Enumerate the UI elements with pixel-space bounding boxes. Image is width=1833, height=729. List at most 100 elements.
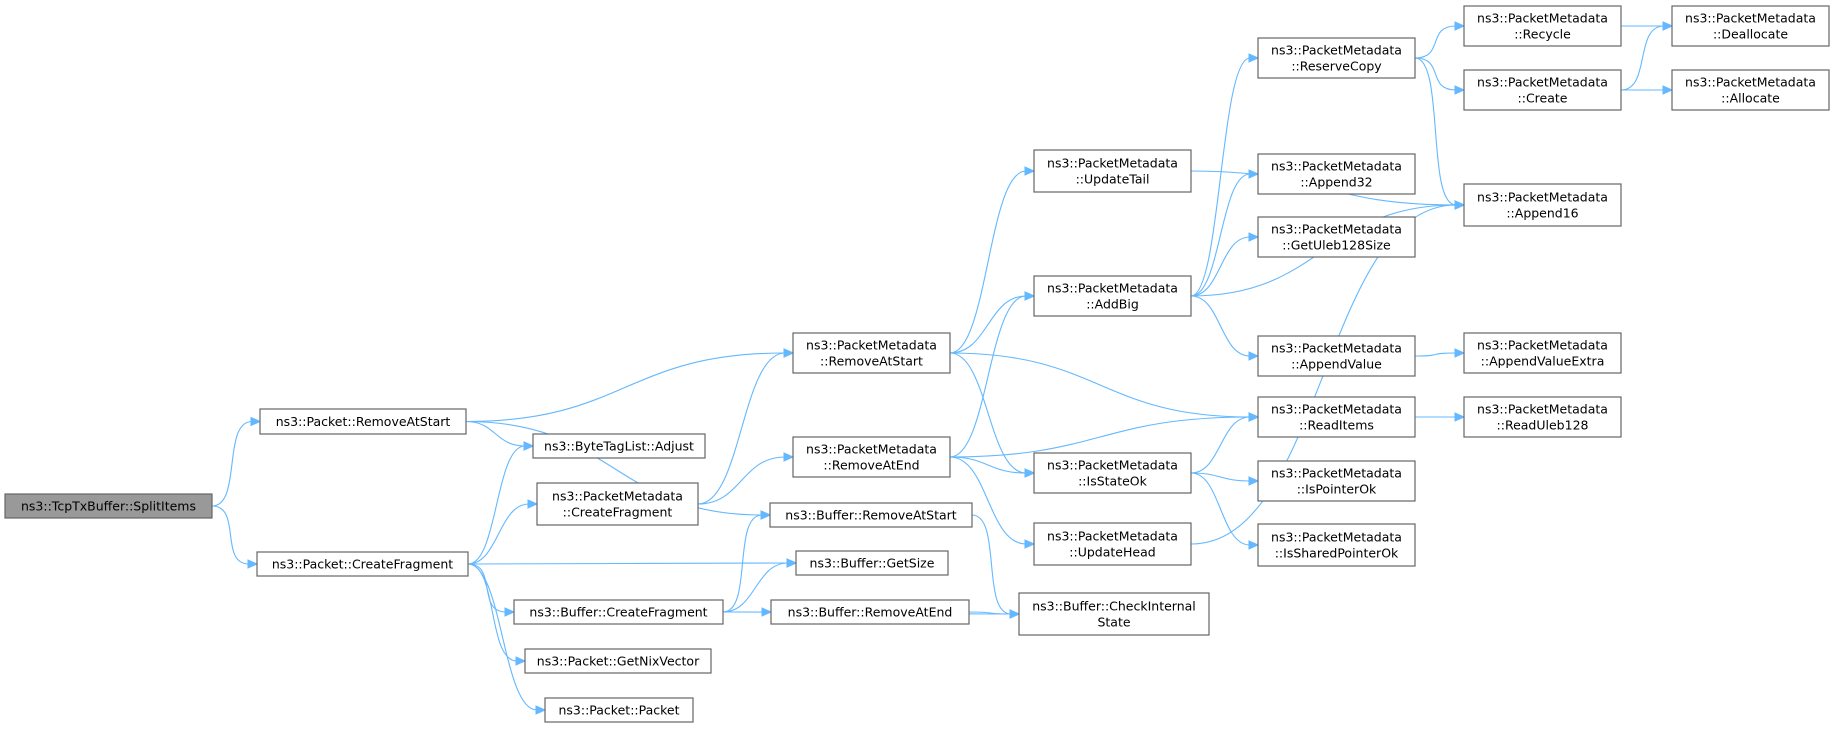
node-ns3-packet-packet[interactable]: ns3::Packet::Packet <box>544 697 694 723</box>
node-ns3-packetmetadata-issharedpointerok[interactable]: ns3::PacketMetadata::IsSharedPointerOk <box>1257 523 1416 567</box>
edge-arrowhead <box>1248 412 1260 422</box>
node-ns3-packet-getnixvector[interactable]: ns3::Packet::GetNixVector <box>524 648 712 674</box>
call-edge <box>1414 57 1457 91</box>
node-ns3-packetmetadata-appendvalue[interactable]: ns3::PacketMetadata::AppendValue <box>1257 335 1416 377</box>
node-label: ns3::PacketMetadata <box>1685 75 1816 90</box>
call-edge <box>1414 25 1457 59</box>
node-ns3-packetmetadata-getuleb128size[interactable]: ns3::PacketMetadata::GetUleb128Size <box>1257 216 1416 258</box>
node-ns3-packetmetadata-removeatstart[interactable]: ns3::PacketMetadata::RemoveAtStart <box>792 332 951 374</box>
node-label: ::Deallocate <box>1713 27 1788 42</box>
call-edge <box>949 352 1251 418</box>
call-edge <box>971 514 1012 615</box>
call-edge <box>949 170 1027 354</box>
node-ns3-packetmetadata-ispointerok[interactable]: ns3::PacketMetadata::IsPointerOk <box>1257 460 1416 502</box>
node-label: ::ReserveCopy <box>1291 59 1382 74</box>
node-label: ns3::Buffer::CreateFragment <box>529 605 707 620</box>
call-edge <box>697 352 786 505</box>
node-ns3-buffer-removeatend[interactable]: ns3::Buffer::RemoveAtEnd <box>770 599 970 625</box>
edge-arrowhead <box>1248 476 1260 486</box>
edge-arrowhead <box>1024 468 1036 478</box>
call-edge <box>1414 352 1457 357</box>
node-ns3-packetmetadata-updatehead[interactable]: ns3::PacketMetadata::UpdateHead <box>1033 522 1192 566</box>
node-box <box>792 332 951 374</box>
node-ns3-packetmetadata-updatetail[interactable]: ns3::PacketMetadata::UpdateTail <box>1033 149 1192 193</box>
edge-arrowhead <box>1009 609 1021 619</box>
call-edge <box>949 416 1251 458</box>
node-label: ns3::PacketMetadata <box>1477 75 1608 90</box>
node-ns3-packetmetadata-addbig[interactable]: ns3::PacketMetadata::AddBig <box>1033 275 1192 317</box>
edge-arrowhead <box>1248 53 1260 63</box>
node-ns3-packetmetadata-appendvalueextra[interactable]: ns3::PacketMetadata::AppendValueExtra <box>1463 332 1622 374</box>
node-box <box>1671 5 1830 47</box>
node-label: ns3::TcpTxBuffer::SplitItems <box>21 499 196 514</box>
call-edge <box>968 611 1012 615</box>
node-ns3-tcptxbuffer-splititems[interactable]: ns3::TcpTxBuffer::SplitItems <box>4 493 213 519</box>
node-label: ::UpdateHead <box>1069 545 1155 560</box>
node-ns3-packetmetadata-removeatend[interactable]: ns3::PacketMetadata::RemoveAtEnd <box>792 436 951 478</box>
node-ns3-packetmetadata-append32[interactable]: ns3::PacketMetadata::Append32 <box>1257 153 1416 195</box>
node-ns3-packetmetadata-readuleb128[interactable]: ns3::PacketMetadata::ReadUleb128 <box>1463 396 1622 438</box>
edge-arrowhead <box>523 441 535 451</box>
node-label: ::Append32 <box>1300 175 1372 190</box>
node-ns3-packetmetadata-append16[interactable]: ns3::PacketMetadata::Append16 <box>1463 183 1622 227</box>
call-edge <box>1190 295 1251 357</box>
call-edge <box>949 456 1027 545</box>
node-label: ns3::PacketMetadata <box>806 442 937 457</box>
node-box <box>536 482 699 526</box>
node-ns3-packetmetadata-isstateok[interactable]: ns3::PacketMetadata::IsStateOk <box>1033 452 1192 494</box>
node-ns3-packet-createfragment[interactable]: ns3::Packet::CreateFragment <box>256 551 469 577</box>
node-label: ::RemoveAtEnd <box>823 458 919 473</box>
edge-arrowhead <box>247 559 259 569</box>
node-label: ns3::PacketMetadata <box>1271 159 1402 174</box>
node-label: ::ReadUleb128 <box>1497 418 1589 433</box>
node-label: ns3::Buffer::GetSize <box>810 556 935 571</box>
node-ns3-bytetaglist-adjust[interactable]: ns3::ByteTagList::Adjust <box>532 433 706 459</box>
call-edge <box>467 445 526 565</box>
node-box <box>795 550 949 576</box>
node-label: ns3::Buffer::RemoveAtEnd <box>788 605 953 620</box>
node-box <box>1257 37 1416 79</box>
node-box <box>792 436 951 478</box>
node-ns3-packetmetadata-deallocate[interactable]: ns3::PacketMetadata::Deallocate <box>1671 5 1830 47</box>
node-box <box>1257 396 1416 438</box>
node-label: ns3::PacketMetadata <box>1271 341 1402 356</box>
edge-arrowhead <box>535 705 547 715</box>
node-ns3-buffer-createfragment[interactable]: ns3::Buffer::CreateFragment <box>513 599 724 625</box>
node-box <box>770 599 970 625</box>
call-edge <box>467 562 789 565</box>
node-ns3-buffer-getsize[interactable]: ns3::Buffer::GetSize <box>795 550 949 576</box>
call-nodes: ns3::TcpTxBuffer::SplitItemsns3::Packet:… <box>4 5 1830 723</box>
node-label: ::ReadItems <box>1299 418 1374 433</box>
edge-arrowhead <box>1662 21 1674 31</box>
node-label: ns3::ByteTagList::Adjust <box>544 439 694 454</box>
node-box <box>1033 452 1192 494</box>
node-box <box>256 551 469 577</box>
node-ns3-packetmetadata-recycle[interactable]: ns3::PacketMetadata::Recycle <box>1463 5 1622 47</box>
node-box <box>1463 183 1622 227</box>
node-ns3-packet-removeatstart[interactable]: ns3::Packet::RemoveAtStart <box>259 408 467 435</box>
edge-arrowhead <box>1454 412 1466 422</box>
node-ns3-packetmetadata-createfragment[interactable]: ns3::PacketMetadata::CreateFragment <box>536 482 699 526</box>
call-edge <box>1620 25 1665 91</box>
node-label: ::AddBig <box>1086 297 1139 312</box>
node-label: ns3::PacketMetadata <box>1271 402 1402 417</box>
call-edge <box>949 295 1027 354</box>
node-box <box>1257 523 1416 567</box>
node-ns3-packetmetadata-allocate[interactable]: ns3::PacketMetadata::Allocate <box>1671 69 1830 111</box>
edge-arrowhead <box>250 416 262 427</box>
node-ns3-buffer-removeatstart[interactable]: ns3::Buffer::RemoveAtStart <box>769 502 973 528</box>
node-label: ::Allocate <box>1721 91 1780 106</box>
node-ns3-packetmetadata-create[interactable]: ns3::PacketMetadata::Create <box>1463 69 1622 111</box>
node-box <box>1463 5 1622 47</box>
node-label: ns3::PacketMetadata <box>1477 402 1608 417</box>
node-box <box>1257 216 1416 258</box>
call-edge <box>467 563 538 711</box>
node-ns3-packetmetadata-readitems[interactable]: ns3::PacketMetadata::ReadItems <box>1257 396 1416 438</box>
call-edge <box>1190 236 1251 297</box>
call-edge <box>949 456 1027 474</box>
node-box <box>1463 332 1622 374</box>
node-box <box>4 493 213 519</box>
node-ns3-packetmetadata-reservecopy[interactable]: ns3::PacketMetadata::ReserveCopy <box>1257 37 1416 79</box>
